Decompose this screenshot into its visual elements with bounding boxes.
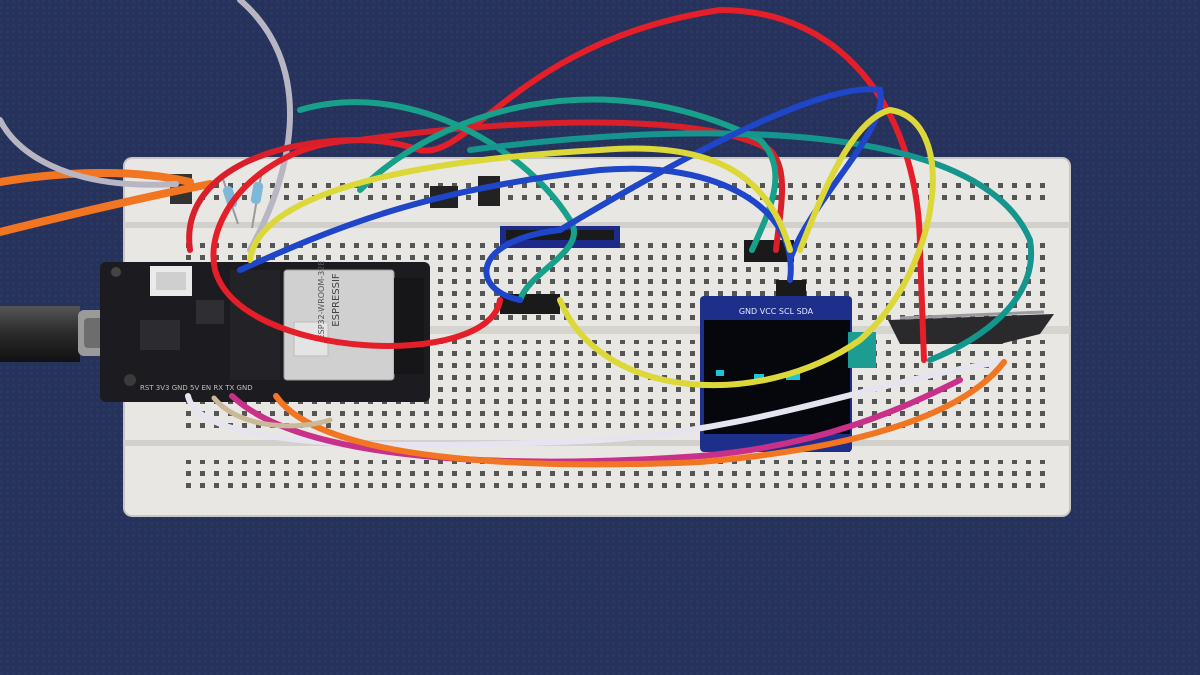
wire-orange-3: [273, 359, 1007, 468]
wire-red-2: [186, 119, 786, 253]
wire-yellow-2: [557, 106, 936, 388]
wire-red-1: [210, 6, 927, 363]
wire-magenta: [229, 377, 963, 465]
wire-orange-2: [0, 180, 214, 236]
module-model-text: ESP32-WROOM-32E: [317, 261, 326, 340]
wire-green-1: [297, 99, 577, 303]
wire-tan: [211, 395, 333, 429]
module-brand-text: ESPRESSIF: [331, 273, 342, 327]
wire-green-2: [357, 96, 779, 253]
esp32-board: ESPRESSIF ESP32-WROOM-32E RST 3V3 GND 5V…: [100, 261, 430, 402]
wire-orange-1: [0, 168, 194, 186]
wire-blue-1: [237, 165, 794, 283]
wire-gray: [0, 0, 293, 253]
wire-teal: [467, 130, 1035, 363]
wire-yellow-1: [247, 145, 793, 263]
oled-pin-labels: GND VCC SCL SDA: [739, 307, 814, 316]
wire-blue-2: [483, 86, 884, 303]
wire-white: [185, 359, 1003, 449]
jumper-wires: [0, 0, 1035, 468]
esp32-pin-labels: RST 3V3 GND 5V EN RX TX GND: [140, 384, 253, 392]
